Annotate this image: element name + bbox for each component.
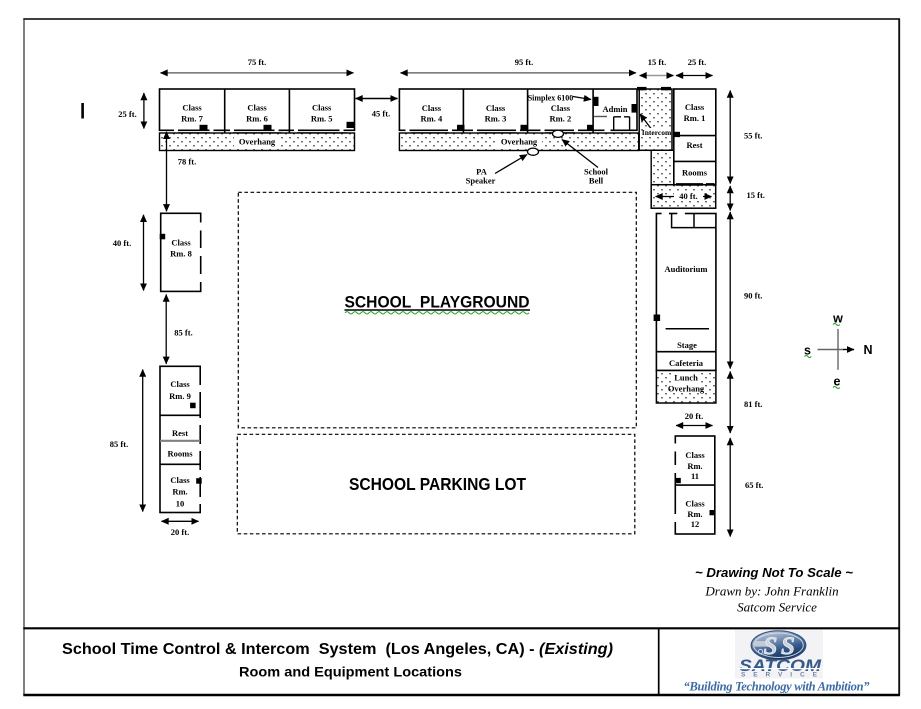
svg-text:Satcom Service: Satcom Service [737,600,817,615]
svg-text:Overhang: Overhang [239,137,276,147]
svg-text:11: 11 [691,471,699,481]
svg-text:Class: Class [685,102,705,112]
svg-text:S: S [764,633,778,660]
svg-text:25 ft.: 25 ft. [118,109,136,119]
svg-text:Rooms: Rooms [682,168,708,178]
svg-text:20 ft.: 20 ft. [171,527,189,537]
svg-text:Rm.: Rm. [172,487,187,497]
svg-text:Rest: Rest [686,140,702,150]
svg-text:15 ft.: 15 ft. [648,57,666,67]
svg-text:Drawn by: John Franklin: Drawn by: John Franklin [704,584,838,599]
svg-text:Class: Class [170,475,190,485]
svg-text:Rm. 4: Rm. 4 [421,113,443,123]
svg-text:10: 10 [176,499,185,509]
svg-text:Rest: Rest [172,428,188,438]
svg-text:~ Drawing Not To Scale ~: ~ Drawing Not To Scale ~ [695,565,853,580]
svg-text:Admin: Admin [602,104,627,114]
svg-text:e: e [834,375,841,389]
svg-text:w: w [832,312,843,326]
svg-text:12: 12 [691,519,700,529]
svg-text:55 ft.: 55 ft. [744,131,762,141]
svg-text:Rm.: Rm. [687,509,702,519]
svg-text:Rooms: Rooms [167,448,193,458]
svg-text:PA: PA [476,166,488,176]
svg-text:85 ft.: 85 ft. [110,439,128,449]
svg-text:40 ft.: 40 ft. [679,191,697,201]
svg-text:Class: Class [551,103,571,113]
svg-text:Class: Class [171,237,191,247]
svg-text:S: S [781,633,795,660]
svg-text:90 ft.: 90 ft. [744,291,762,301]
svg-text:Overhang: Overhang [501,137,538,147]
svg-text:Cafeteria: Cafeteria [669,358,704,368]
svg-text:65 ft.: 65 ft. [745,480,763,490]
svg-text:Rm. 3: Rm. 3 [485,113,507,123]
svg-text:45 ft.: 45 ft. [372,109,390,119]
svg-text:Rm.: Rm. [687,461,702,471]
svg-text:Class: Class [247,102,267,112]
svg-text:Intercom: Intercom [642,128,672,137]
svg-text:75 ft.: 75 ft. [248,57,266,67]
svg-text:Class: Class [685,450,705,460]
svg-text:78 ft.: 78 ft. [178,157,196,167]
svg-text:Class: Class [685,498,705,508]
svg-text:SCHOOL PLAYGROUND: SCHOOL PLAYGROUND [345,293,530,312]
svg-text:Rm. 1: Rm. 1 [684,113,706,123]
svg-text:Room and Equipment Locations: Room and Equipment Locations [239,663,462,679]
svg-text:Speaker: Speaker [466,175,496,185]
svg-text:85 ft.: 85 ft. [174,328,192,338]
svg-text:School Time Control & Intercom: School Time Control & Intercom System (L… [62,641,613,658]
svg-text:95 ft.: 95 ft. [515,57,533,67]
svg-text:Class: Class [486,103,506,113]
svg-text:“Building Technology with Ambi: “Building Technology with Ambition” [684,680,871,694]
svg-text:Class: Class [312,102,332,112]
svg-text:School: School [584,166,609,176]
svg-text:Rm. 9: Rm. 9 [169,391,191,401]
svg-text:Class: Class [422,103,442,113]
svg-text:Rm. 7: Rm. 7 [181,113,203,123]
svg-text:Class: Class [170,379,190,389]
svg-text:Simplex 6100: Simplex 6100 [528,94,574,103]
svg-text:15 ft.: 15 ft. [747,190,765,200]
svg-text:81 ft.: 81 ft. [744,399,762,409]
svg-text:Rm. 6: Rm. 6 [246,113,268,123]
svg-text:Class: Class [182,102,202,112]
svg-text:40 ft.: 40 ft. [113,238,131,248]
svg-text:Rm. 5: Rm. 5 [311,113,333,123]
svg-text:Auditorium: Auditorium [665,264,708,274]
svg-text:N: N [863,343,872,357]
svg-text:25 ft.: 25 ft. [688,57,706,67]
svg-text:Stage: Stage [677,340,697,350]
svg-text:Bell: Bell [589,175,604,185]
svg-text:SERVICE: SERVICE [741,672,818,679]
svg-text:Overhang: Overhang [668,384,705,394]
svg-text:Rm. 8: Rm. 8 [170,249,192,259]
svg-text:s: s [804,344,811,358]
svg-text:SCHOOL PARKING LOT: SCHOOL PARKING LOT [349,474,526,494]
svg-text:Lunch: Lunch [674,373,698,383]
svg-text:SATCOM: SATCOM [739,657,822,675]
svg-text:20 ft.: 20 ft. [685,411,703,421]
svg-text:Rm. 2: Rm. 2 [550,113,572,123]
